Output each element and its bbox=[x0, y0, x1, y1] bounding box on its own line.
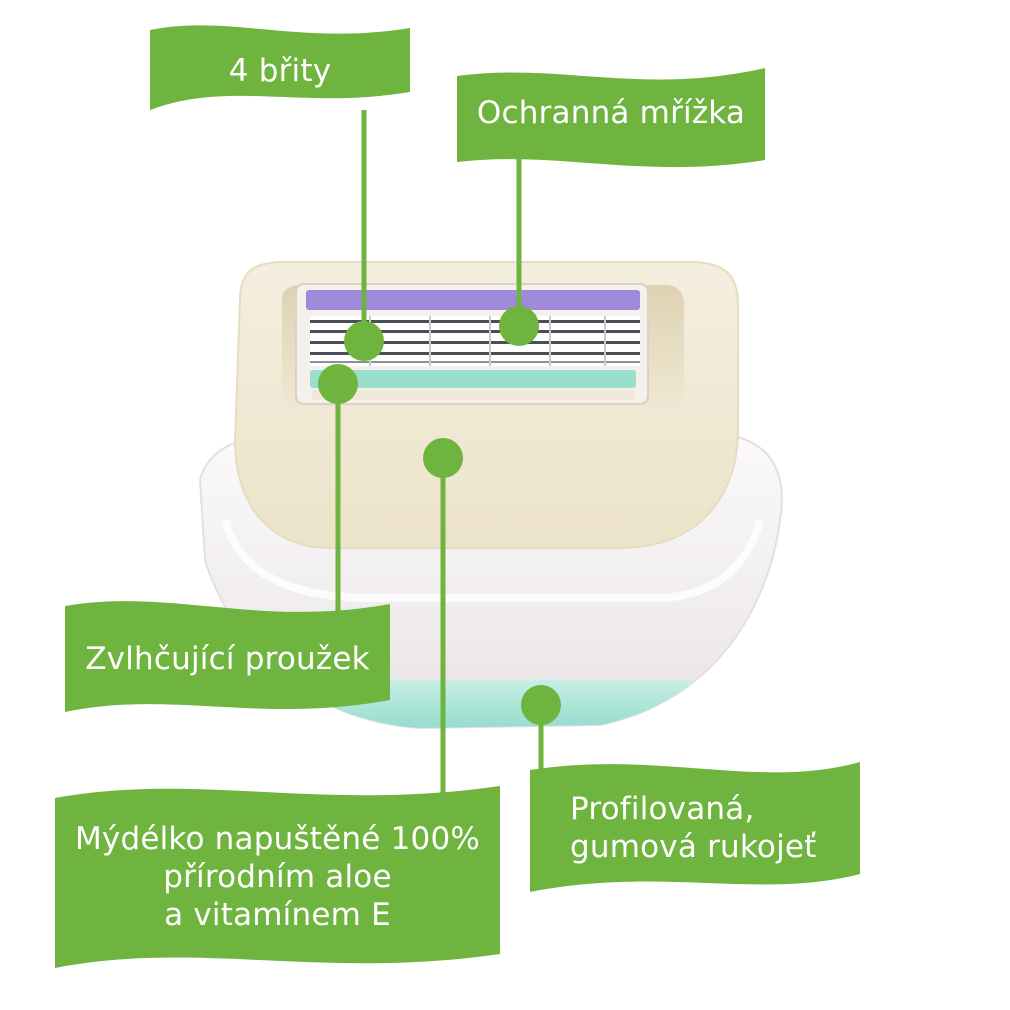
flag-guard bbox=[457, 68, 765, 168]
label-soap: Mýdélko napuštěné 100% přírodním aloe a … bbox=[55, 820, 500, 934]
guard-comb bbox=[312, 390, 634, 400]
lubrastrip-purple bbox=[306, 290, 640, 310]
moisture-strip-teal bbox=[310, 370, 636, 388]
dot-guard bbox=[499, 306, 539, 346]
leader-lines bbox=[335, 110, 544, 800]
flag-moisture-strip bbox=[65, 601, 390, 712]
dot-moisture-strip bbox=[318, 364, 358, 404]
cartridge-head bbox=[233, 261, 739, 549]
label-handle-line2: gumová rukojeť bbox=[570, 829, 817, 865]
label-soap-line1: Mýdélko napuštěné 100% bbox=[74, 821, 481, 857]
flag-handle bbox=[530, 762, 860, 892]
label-soap-line2: přírodním aloe bbox=[163, 859, 392, 895]
dot-handle bbox=[521, 685, 561, 725]
label-guard: Ochranná mřížka bbox=[476, 95, 746, 131]
flag-blades bbox=[150, 25, 410, 110]
label-flags bbox=[55, 25, 860, 968]
label-blades: 4 břity bbox=[228, 53, 332, 89]
dot-soap bbox=[423, 438, 463, 478]
dot-blades bbox=[344, 321, 384, 361]
callout-dots bbox=[318, 306, 561, 725]
flag-soap bbox=[55, 786, 500, 968]
label-handle-line1: Profilovaná, bbox=[570, 791, 755, 827]
label-handle: Profilovaná, gumová rukojeť bbox=[570, 790, 855, 866]
label-moisture-strip: Zvlhčující proužek bbox=[85, 641, 370, 677]
label-soap-line3: a vitamínem E bbox=[164, 897, 391, 933]
